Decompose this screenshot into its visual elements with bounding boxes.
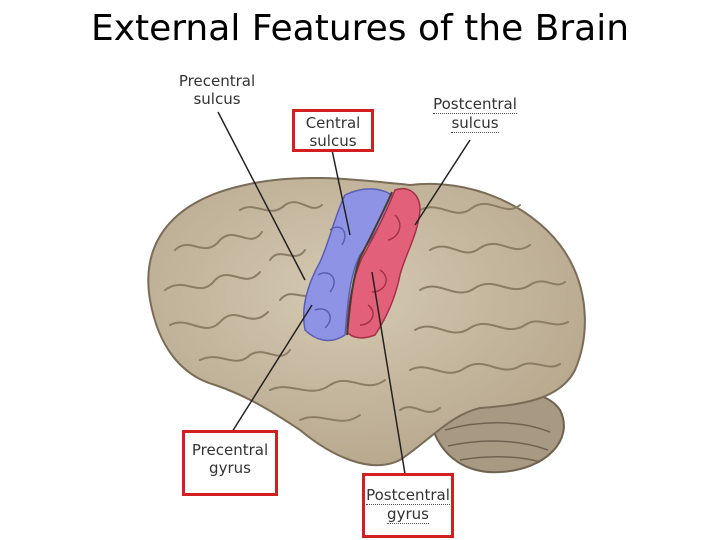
- postcentral-gyrus-region: [346, 188, 421, 339]
- central-sulcus-label: Central sulcus: [292, 109, 374, 152]
- precentral-sulcus-label: Precentral sulcus: [178, 72, 256, 108]
- postcentral-sulcus-label: Postcentral sulcus: [433, 95, 517, 133]
- leader-lines: [217, 111, 471, 475]
- postcentral-gyrus-label: Postcentral gyrus: [362, 473, 454, 538]
- page-title: External Features of the Brain: [90, 8, 630, 49]
- central-sulcus-line: [346, 191, 393, 336]
- precentral-gyrus-label: Precentral gyrus: [182, 430, 278, 496]
- gyri-texture: [164, 201, 569, 422]
